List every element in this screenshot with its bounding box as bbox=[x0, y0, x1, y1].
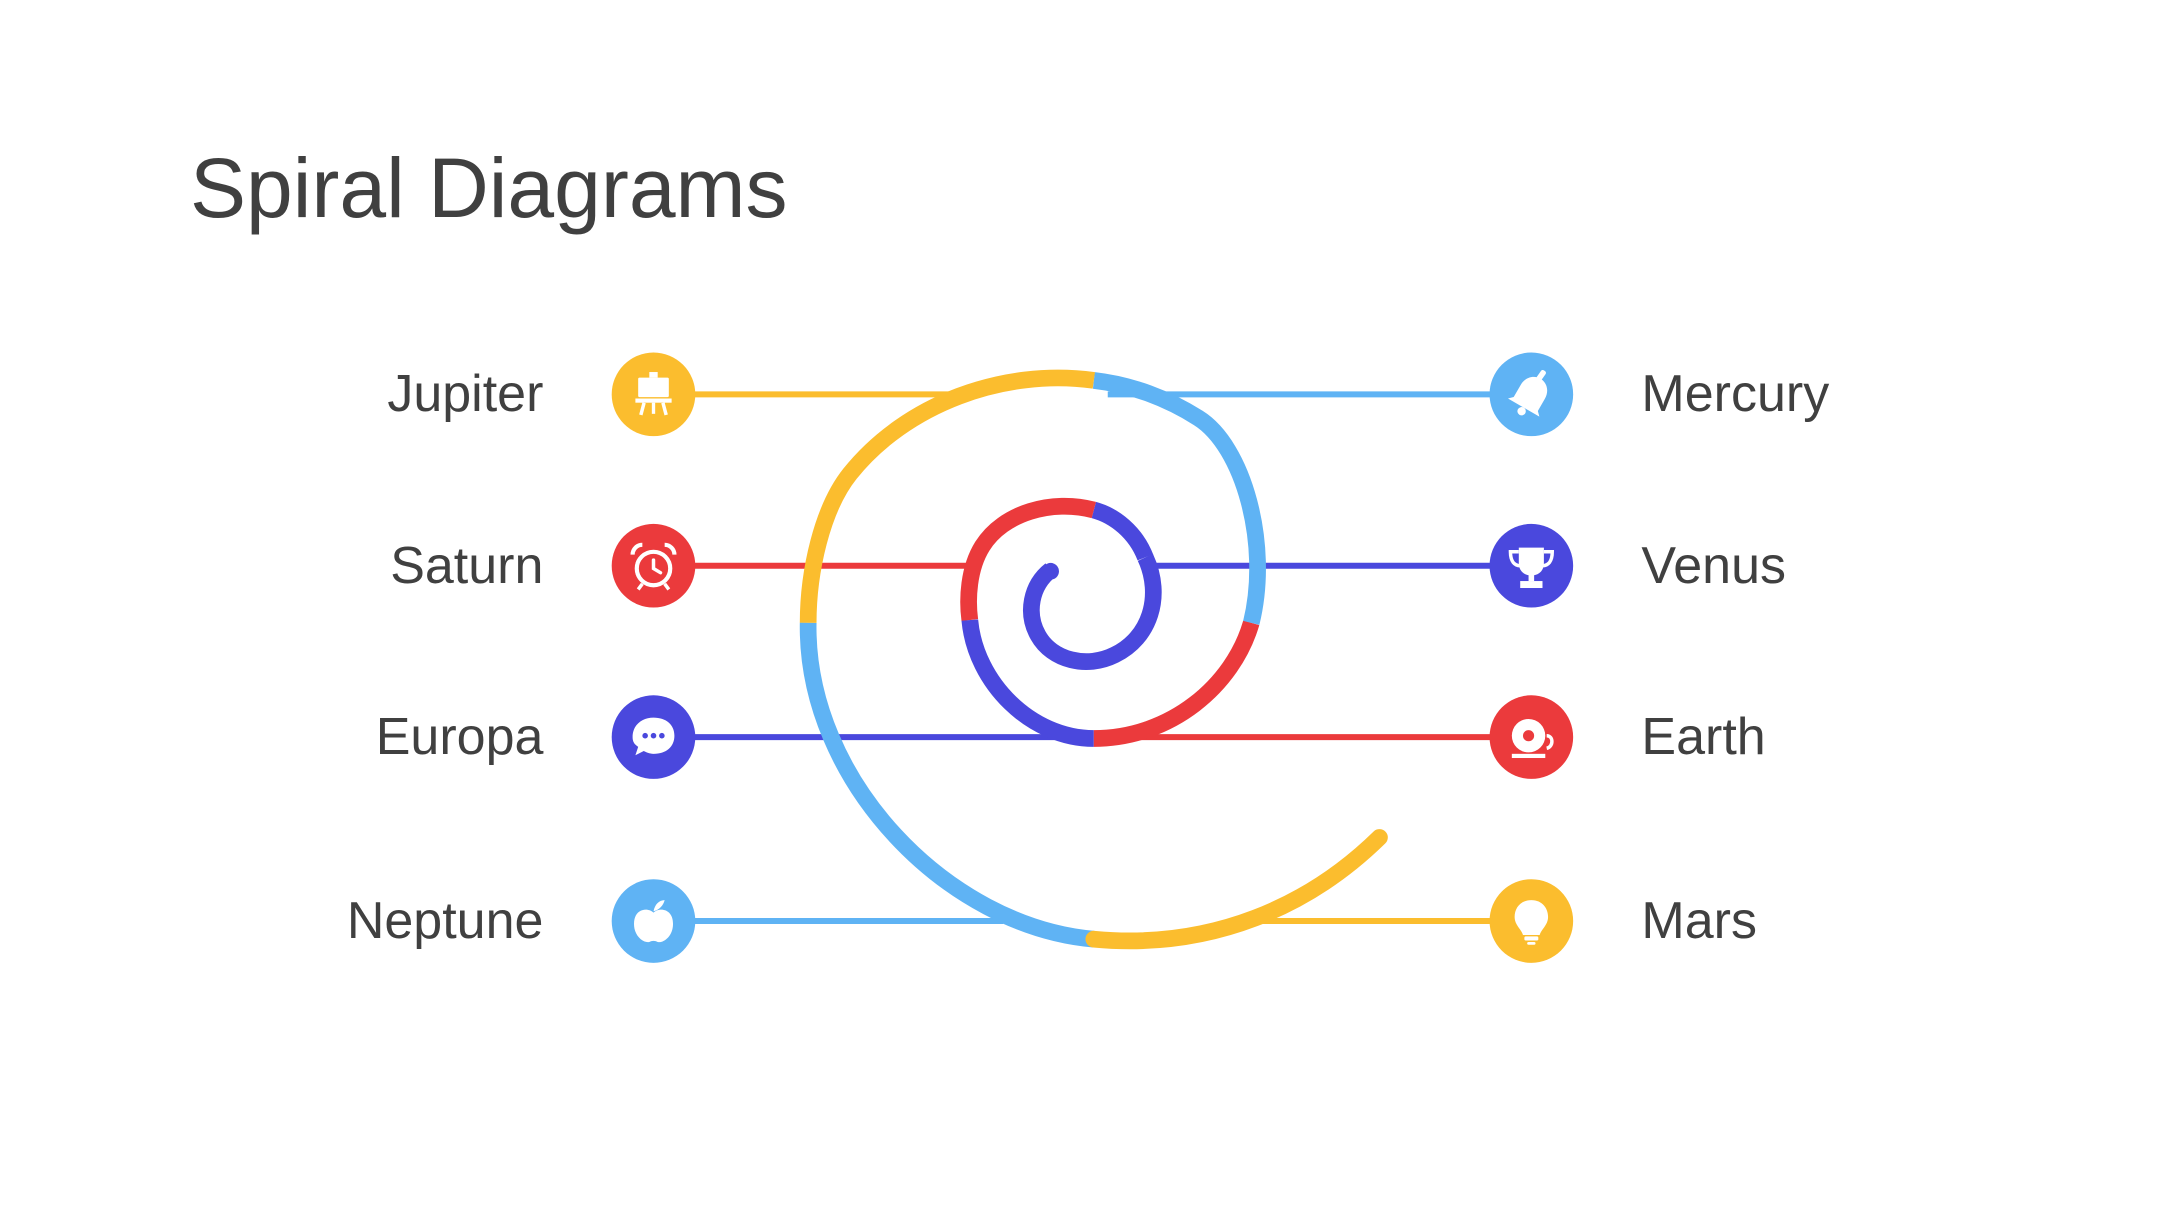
spiral-segment-inner-blue bbox=[1023, 553, 1162, 670]
spiral-segment-blue-lower bbox=[961, 619, 1095, 747]
trophy-icon bbox=[1489, 523, 1574, 608]
slide-title: Spiral Diagrams bbox=[190, 141, 788, 235]
spiral-segment-red-lower bbox=[1093, 620, 1260, 747]
spiral-segment-lightblue-left bbox=[799, 622, 1095, 948]
chat-bubble-icon bbox=[611, 695, 696, 779]
alarm-clock-icon-glyph bbox=[630, 542, 677, 591]
label-mercury: Mercury bbox=[1641, 365, 1830, 424]
label-neptune: Neptune bbox=[346, 892, 544, 951]
label-venus: Venus bbox=[1641, 536, 1786, 595]
spiral-segment-inner-blue-2 bbox=[1091, 501, 1154, 561]
alarm-bell-icon bbox=[1489, 695, 1574, 779]
spiral bbox=[799, 369, 1388, 950]
spiral-start-cap bbox=[1042, 562, 1059, 580]
label-saturn: Saturn bbox=[390, 536, 544, 595]
alarm-clock-icon bbox=[611, 523, 696, 608]
spiral-segment-red-top bbox=[960, 497, 1096, 622]
alarm-bell-icon-glyph bbox=[1511, 718, 1554, 759]
label-earth: Earth bbox=[1641, 708, 1766, 767]
icon-circles bbox=[611, 352, 1574, 963]
bell-icon bbox=[1489, 352, 1574, 437]
chat-bubble-icon-glyph bbox=[632, 717, 675, 756]
spiral-segment-yellow-top bbox=[799, 369, 1095, 623]
label-jupiter: Jupiter bbox=[387, 365, 544, 424]
apple-icon-glyph bbox=[633, 900, 674, 943]
lightbulb-icon bbox=[1489, 879, 1574, 963]
trophy-icon-glyph bbox=[1508, 547, 1554, 589]
easel-icon bbox=[611, 352, 696, 437]
label-europa: Europa bbox=[375, 708, 544, 767]
lightbulb-icon-glyph bbox=[1514, 900, 1549, 945]
spiral-segment-lightblue-right bbox=[1092, 372, 1266, 625]
bell-icon-glyph bbox=[1507, 369, 1548, 417]
easel-icon-glyph bbox=[635, 372, 672, 416]
apple-icon bbox=[611, 879, 696, 963]
spiral-segment-yellow-tail bbox=[1085, 829, 1388, 950]
label-mars: Mars bbox=[1641, 892, 1757, 951]
